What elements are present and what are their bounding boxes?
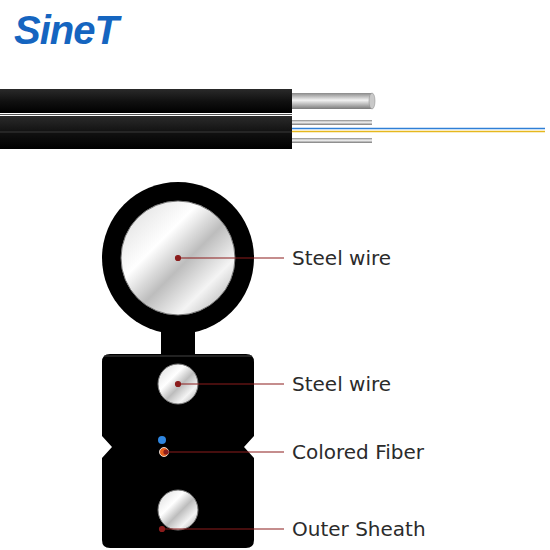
orange-fiber-dot <box>160 448 169 457</box>
blue-fiber <box>292 128 545 130</box>
notch-line <box>0 132 292 133</box>
web-line <box>0 114 292 115</box>
leader-line <box>178 257 284 258</box>
part-label: Colored Fiber <box>292 442 424 462</box>
outer-sheath-body <box>102 354 254 548</box>
leader-line <box>162 528 284 529</box>
part-label: Outer Sheath <box>292 519 426 539</box>
steel-rod <box>292 93 372 109</box>
leader-line <box>166 451 284 452</box>
part-label: Steel wire <box>292 374 391 394</box>
brand-logo: SineT <box>14 10 118 50</box>
leader-dot <box>176 382 181 387</box>
steel-wire-small <box>158 490 198 530</box>
leader-line <box>178 383 284 384</box>
blue-fiber-dot <box>158 436 166 444</box>
small-steel-wire <box>292 138 372 143</box>
sheath-edge <box>104 356 252 357</box>
neck <box>161 330 195 356</box>
cable-side-view <box>0 89 545 149</box>
leader-dot <box>164 450 168 454</box>
fiber-sheath <box>0 116 292 149</box>
leader-lines <box>160 256 285 532</box>
yellow-fiber <box>292 131 545 133</box>
messenger-sheath <box>0 89 292 113</box>
leader-dot <box>160 527 165 532</box>
rod-end <box>369 93 375 109</box>
small-steel-wire <box>292 120 372 125</box>
part-label: Steel wire <box>292 248 391 268</box>
leader-dot <box>176 256 181 261</box>
cable-cross-section <box>102 182 254 548</box>
